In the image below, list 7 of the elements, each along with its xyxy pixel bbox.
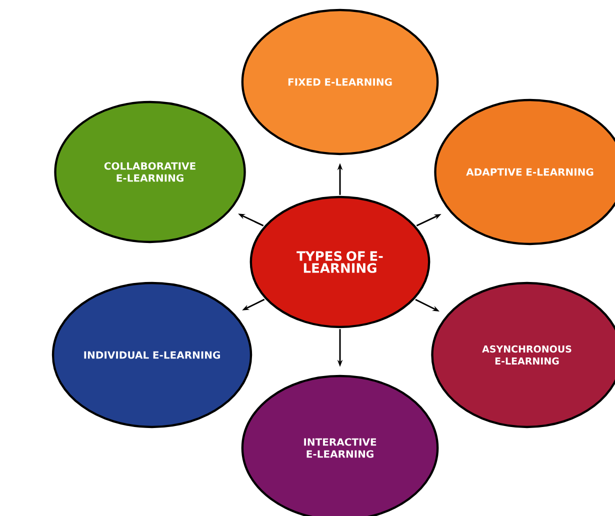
circle-node: ASYNCHRONOUS E-LEARNING bbox=[431, 282, 615, 428]
circle-node: FIXED E-LEARNING bbox=[241, 8, 439, 156]
circle-node: INDIVIDUAL E-LEARNING bbox=[52, 282, 252, 428]
circle-node: INTERACTIVE E-LEARNING bbox=[241, 374, 439, 516]
circle-node: COLLABORATIVE E-LEARNING bbox=[54, 100, 246, 244]
circle-node: ADAPTIVE E-LEARNING bbox=[434, 98, 615, 246]
circle-node: TYPES OF E-LEARNING bbox=[250, 196, 430, 328]
